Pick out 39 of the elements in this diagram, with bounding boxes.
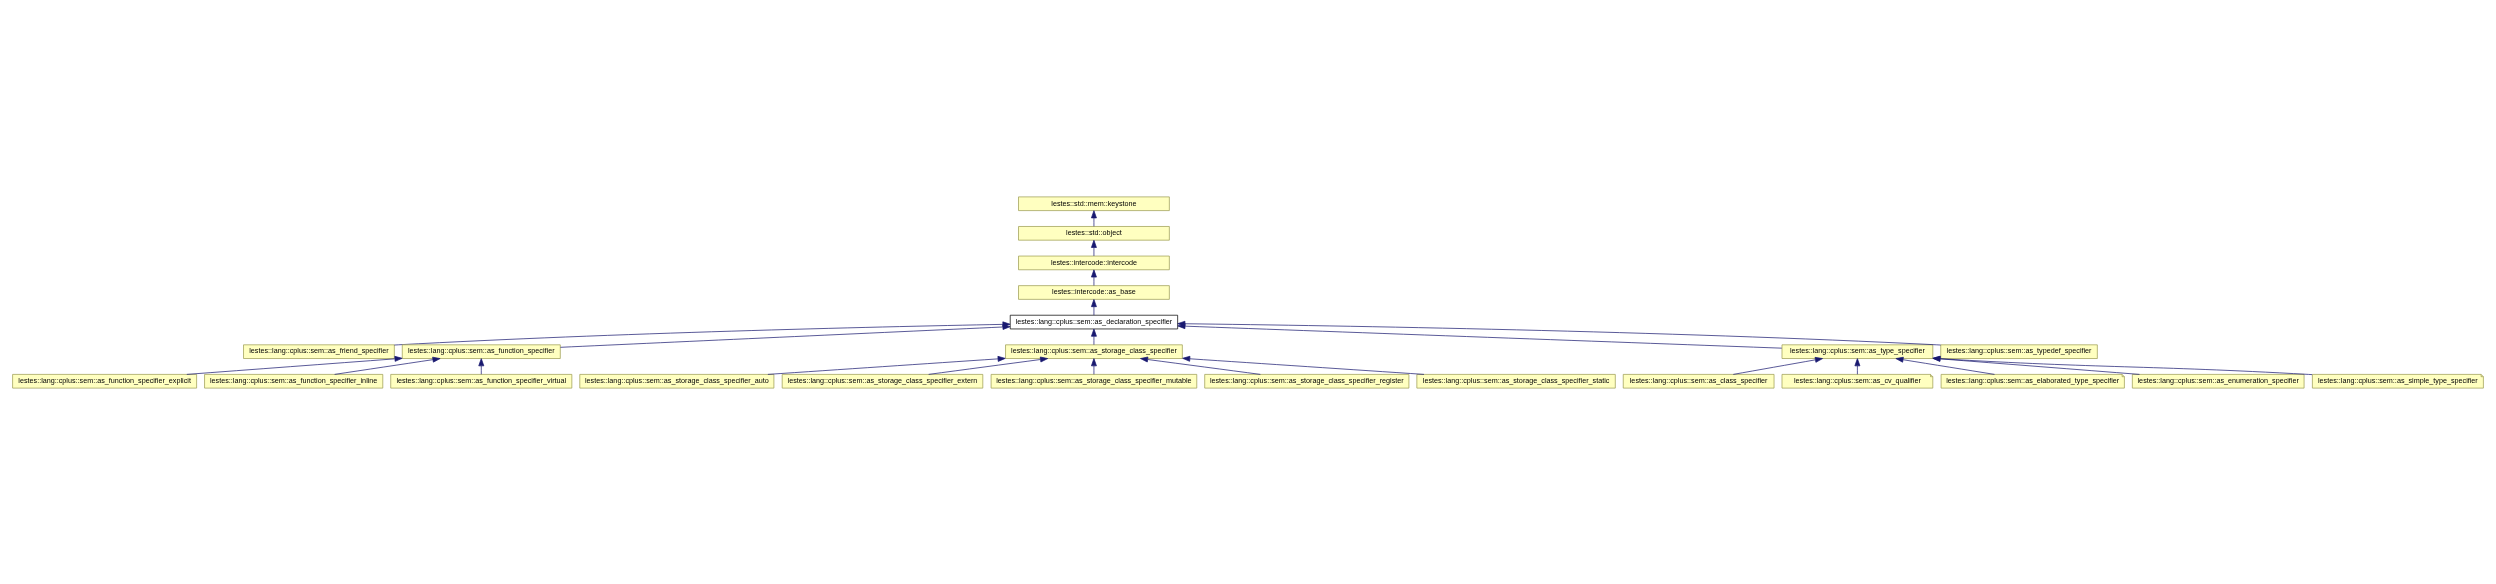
node-box: lestes::lang::cplus::sem::as_storage_class_specifier_mutable xyxy=(990,373,1198,388)
node-box: lestes::lang::cplus::sem::as_storage_class_specifier xyxy=(1005,343,1183,359)
arrow xyxy=(1091,298,1097,315)
arrow xyxy=(186,355,403,375)
arrow xyxy=(1895,356,1995,375)
node-box: lestes::lang::cplus::sem::as_function_specifier_inline xyxy=(204,373,384,388)
arrow xyxy=(1091,328,1097,345)
node-box: lestes::intercode::as_base xyxy=(1018,284,1170,300)
arrow xyxy=(1932,355,2313,375)
arrow xyxy=(1732,356,1823,375)
arrow xyxy=(1932,355,2140,375)
node-box: lestes::lang::cplus::sem::as_declaration_specifier xyxy=(1009,314,1178,329)
node-box: lestes::lang::cplus::sem::as_function_specifier_virtual xyxy=(390,373,573,388)
arrow xyxy=(928,356,1049,375)
arrow xyxy=(1182,355,1425,375)
arrow xyxy=(1854,357,1861,375)
arrow xyxy=(478,357,485,375)
node-box: lestes::std::object xyxy=(1018,225,1170,241)
arrow xyxy=(1091,269,1097,286)
node-box: lestes::lang::cplus::sem::as_class_specifier xyxy=(1622,373,1775,388)
node-box: lestes::lang::cplus::sem::as_function_specifier_explicit xyxy=(12,373,197,388)
node-box: lestes::lang::cplus::sem::as_storage_class_specifier_static xyxy=(1416,373,1616,388)
arrow xyxy=(560,323,1011,348)
node-box: lestes::lang::cplus::sem::as_typedef_specifier xyxy=(1940,343,2098,359)
arrow xyxy=(1140,356,1261,375)
node-box: lestes::std::mem::keystone xyxy=(1018,196,1170,211)
node-box: lestes::lang::cplus::sem::as_storage_class_specifier_auto xyxy=(579,373,775,388)
arrow xyxy=(1091,239,1097,256)
node-box: lestes::intercode::intercode xyxy=(1018,255,1170,270)
arrow xyxy=(1091,209,1097,227)
arrow xyxy=(767,355,1006,375)
node-box: lestes::lang::cplus::sem::as_function_specifier xyxy=(401,343,561,359)
node-box: lestes::lang::cplus::sem::as_storage_class_specifier_register xyxy=(1204,373,1410,388)
node-box: lestes::lang::cplus::sem::as_storage_class_specifier_extern xyxy=(781,373,984,388)
arrow xyxy=(1091,357,1097,375)
arrow xyxy=(334,356,441,375)
node-box: lestes::lang::cplus::sem::as_type_specifier xyxy=(1781,343,1934,359)
node-box: lestes::lang::cplus::sem::as_friend_specifier xyxy=(243,343,395,359)
node-box: lestes::lang::cplus::sem::as_enumeration_specifier xyxy=(2132,373,2305,388)
